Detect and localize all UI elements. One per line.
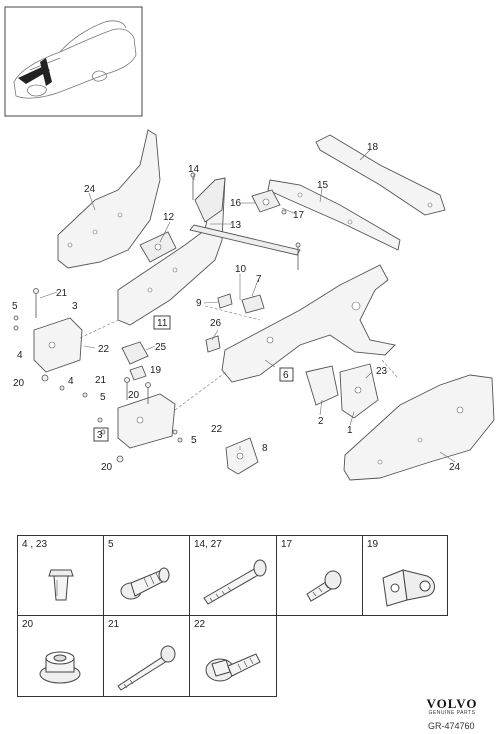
callout-label: 21 (56, 288, 68, 299)
cell-label: 20 (22, 619, 34, 630)
diagram-reference-code: GR-474760 (428, 721, 475, 731)
hex-flange-bolt-icon (205, 653, 261, 682)
callout-label: 15 (317, 180, 329, 191)
part-3-lower-mount (117, 393, 176, 449)
callout-label: 22 (211, 424, 223, 435)
parts-cell-long-bolt-thin[interactable]: 21 (103, 615, 190, 697)
part-25-bracket (121, 341, 149, 365)
callout-label: 5 (100, 392, 106, 403)
callout-label: 5 (12, 301, 18, 312)
part-19-clip (129, 365, 147, 381)
callout-label: 12 (163, 212, 175, 223)
callout-label: 22 (98, 344, 110, 355)
callout-label: 17 (293, 210, 305, 221)
cell-label: 14, 27 (194, 539, 222, 550)
part-12-bracket (139, 231, 177, 263)
callout-label: 4 (17, 350, 23, 361)
callout-label: 5 (191, 435, 197, 446)
parts-cell-clip-bracket[interactable]: 19 (362, 535, 448, 616)
flange-bolt-icon (120, 567, 170, 600)
parts-cell-flange-bolt[interactable]: 5 (103, 535, 190, 616)
callout-label: 24 (449, 462, 461, 473)
cell-label: 4 , 23 (22, 539, 48, 550)
parts-cell-short-screw[interactable]: 17 (276, 535, 363, 616)
part-24-right-wheelhouse (343, 374, 495, 481)
part-8-bracket (225, 437, 259, 475)
callout-label: 18 (367, 142, 379, 153)
callout-label: 19 (150, 365, 162, 376)
cell-label: 19 (367, 539, 379, 550)
fasteners (13, 172, 301, 463)
parts-cell-flange-nut[interactable]: 20 (17, 615, 104, 697)
callout-label: 1 (347, 425, 353, 436)
cell-label: 5 (108, 539, 114, 550)
part-3-left-mount (33, 317, 83, 373)
part-16-bracket (251, 189, 281, 213)
long-bolt-icon (203, 559, 267, 605)
short-screw-icon (306, 570, 342, 602)
rivet-nut-icon (48, 569, 74, 601)
callout-label: 20 (101, 462, 113, 473)
parts-cell-hex-flange-bolt[interactable]: 22 (189, 615, 277, 697)
callout-label: 25 (155, 342, 167, 353)
parts-cell-rivet-nut[interactable]: 4 , 23 (17, 535, 104, 616)
long-bolt-thin-icon (117, 645, 176, 691)
callout-label: 20 (128, 390, 140, 401)
vehicle-locator-thumbnail (4, 6, 143, 117)
brand-tagline: GENUINE PARTS (428, 710, 476, 716)
callout-label: 8 (262, 443, 268, 454)
parts-cell-long-bolt[interactable]: 14, 27 (189, 535, 277, 616)
cell-label: 17 (281, 539, 293, 550)
callout-label: 4 (68, 376, 74, 387)
callout-label: 11 (157, 318, 168, 329)
callout-labels: 24 12 14 16 17 13 15 18 10 7 9 26 11 21 … (12, 142, 461, 473)
callout-label: 9 (196, 298, 202, 309)
guide-lines (79, 305, 399, 411)
callout-label: 3 (97, 430, 103, 441)
part-11-left-rail (117, 177, 226, 326)
callout-label: 13 (230, 220, 242, 231)
small-brackets (205, 293, 265, 353)
part-1-mount (339, 363, 379, 419)
callout-label: 7 (256, 274, 262, 285)
callout-label: 3 (72, 301, 78, 312)
part-6-right-rail (221, 264, 396, 383)
callout-label: 20 (13, 378, 25, 389)
leader-lines (39, 149, 456, 463)
fastener-parts-table: 4 , 23 5 14, 27 17 19 (17, 535, 448, 697)
callout-label: 14 (188, 164, 200, 175)
brand-name: VOLVO (426, 696, 478, 711)
part-15-cowl-panel (267, 179, 401, 251)
callout-boxes (93, 315, 294, 442)
part-24-left-wheelhouse (57, 129, 161, 269)
callout-label: 24 (84, 184, 96, 195)
cell-label: 22 (194, 619, 206, 630)
part-18-upper-panel (315, 134, 446, 216)
callout-label: 21 (95, 375, 107, 386)
volvo-logo: VOLVO GENUINE PARTS (412, 697, 492, 733)
clip-bracket-icon (382, 569, 435, 607)
flange-nut-icon (39, 651, 81, 684)
cell-label: 21 (108, 619, 120, 630)
part-2-bracket (305, 365, 339, 406)
part-13-cross-member (189, 224, 301, 256)
callout-label: 10 (235, 264, 247, 275)
callout-label: 26 (210, 318, 222, 329)
callout-label: 16 (230, 198, 242, 209)
callout-label: 6 (283, 370, 289, 381)
callout-label: 23 (376, 366, 388, 377)
callout-label: 2 (318, 416, 324, 427)
